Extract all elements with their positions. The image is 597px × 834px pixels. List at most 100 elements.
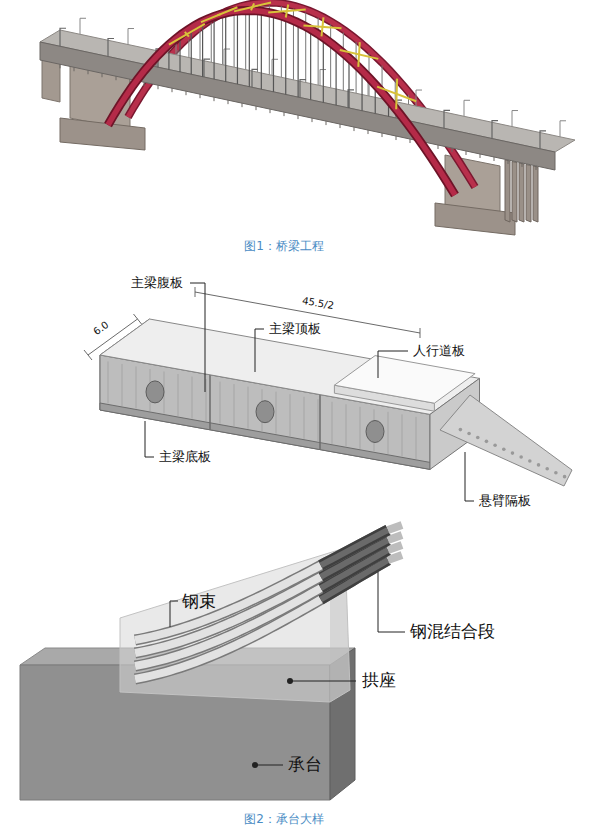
plate-hole: [519, 455, 523, 459]
lamp-post: [540, 131, 546, 149]
cross-beam: [382, 133, 383, 137]
stiffener: [206, 379, 207, 421]
cross-beam: [326, 121, 327, 125]
cross-beam: [74, 67, 75, 71]
leader-line: [290, 681, 356, 682]
lamp-post: [252, 69, 258, 87]
cross-beam: [60, 64, 61, 68]
stiffener: [388, 412, 389, 454]
lamp-post: [80, 18, 86, 34]
pile: [512, 162, 517, 223]
lamp-post: [464, 100, 470, 116]
stiffener: [304, 397, 305, 439]
stiffener: [108, 361, 109, 403]
figure-caption: 图1：桥梁工程: [244, 240, 324, 253]
steel-concrete-joint: [321, 530, 388, 565]
part-label: 主梁腹板: [130, 276, 184, 290]
dimension-tick: [420, 328, 421, 338]
part-label: 承台: [288, 755, 322, 774]
leader-dot: [287, 678, 293, 684]
hanger: [211, 23, 212, 63]
diaphragm: [209, 375, 211, 430]
dimension-tick: [195, 287, 196, 297]
cross-beam: [256, 106, 257, 110]
cross-beam: [200, 94, 201, 98]
wind-bracing: [234, 2, 271, 11]
hanger: [323, 41, 324, 103]
top-plate: [100, 319, 480, 414]
cross-beam: [158, 85, 159, 89]
hanger: [257, 6, 258, 72]
cross-beam: [88, 70, 89, 74]
dimension-tick: [84, 350, 92, 360]
stiffener: [346, 404, 347, 446]
hanger: [273, 17, 274, 92]
hanger: [310, 32, 311, 99]
part-label: 人行道板: [412, 344, 466, 358]
hanger: [245, 8, 246, 70]
steel-tendon: [388, 555, 402, 560]
wind-bracing: [321, 17, 323, 36]
hanger: [318, 18, 319, 85]
leader-line: [190, 283, 205, 392]
hanger: [213, 19, 214, 79]
hanger: [348, 61, 349, 108]
cross-beam: [228, 100, 229, 104]
cross-beam: [270, 109, 271, 113]
lamp-post: [444, 110, 450, 128]
plate-hole: [459, 428, 463, 432]
stiffener: [332, 402, 333, 444]
plate-hole: [528, 459, 532, 463]
plate-hole: [511, 451, 515, 455]
stiffener: [122, 364, 123, 406]
plate-hole: [485, 440, 489, 444]
cross-beam: [466, 151, 467, 155]
plate-hole: [493, 443, 497, 447]
plate-hole: [554, 471, 558, 475]
leader-line: [170, 601, 178, 627]
plate-hole: [545, 467, 549, 471]
dimension-label: 45.5/2: [300, 295, 335, 312]
steel-tendon: [135, 530, 388, 640]
manhole: [146, 381, 164, 403]
stiffener: [234, 384, 235, 426]
hanger: [335, 50, 336, 105]
diaphragm: [319, 395, 321, 450]
part-label: 主梁底板: [158, 450, 212, 464]
bridge-figure: [40, 2, 575, 235]
steel-tendon: [388, 525, 402, 530]
arch-rib: [108, 10, 455, 195]
cross-beam: [172, 88, 173, 92]
lamp-post: [60, 28, 66, 46]
stiffener: [220, 382, 221, 424]
cross-beam: [452, 148, 453, 152]
wind-bracing: [201, 7, 237, 22]
dimension-line: [88, 319, 138, 355]
steel-tendon: [388, 545, 402, 550]
lamp-post: [128, 29, 134, 45]
manhole: [366, 421, 384, 443]
cross-beam: [214, 97, 215, 101]
cross-beam: [186, 91, 187, 95]
hanger: [343, 33, 344, 91]
cross-beam: [102, 73, 103, 77]
plate-hole: [563, 475, 567, 479]
cantilever-plate: [440, 395, 572, 486]
cross-beam: [522, 163, 523, 167]
steel-concrete-joint: [321, 530, 388, 565]
lamp-post: [560, 121, 566, 137]
wind-bracing: [286, 5, 289, 18]
arch-rib: [108, 10, 455, 195]
wind-bracing: [251, 3, 254, 10]
cross-beam: [284, 112, 285, 116]
cross-beam: [396, 136, 397, 140]
sidewalk-plate: [334, 356, 475, 404]
hanger: [408, 95, 409, 105]
steel-tendon: [388, 535, 402, 540]
figure-caption: 图2：承台大样: [244, 813, 324, 826]
hanger: [191, 31, 192, 75]
cross-beam: [410, 139, 411, 143]
hanger: [177, 50, 178, 55]
lamp-post: [224, 49, 230, 65]
